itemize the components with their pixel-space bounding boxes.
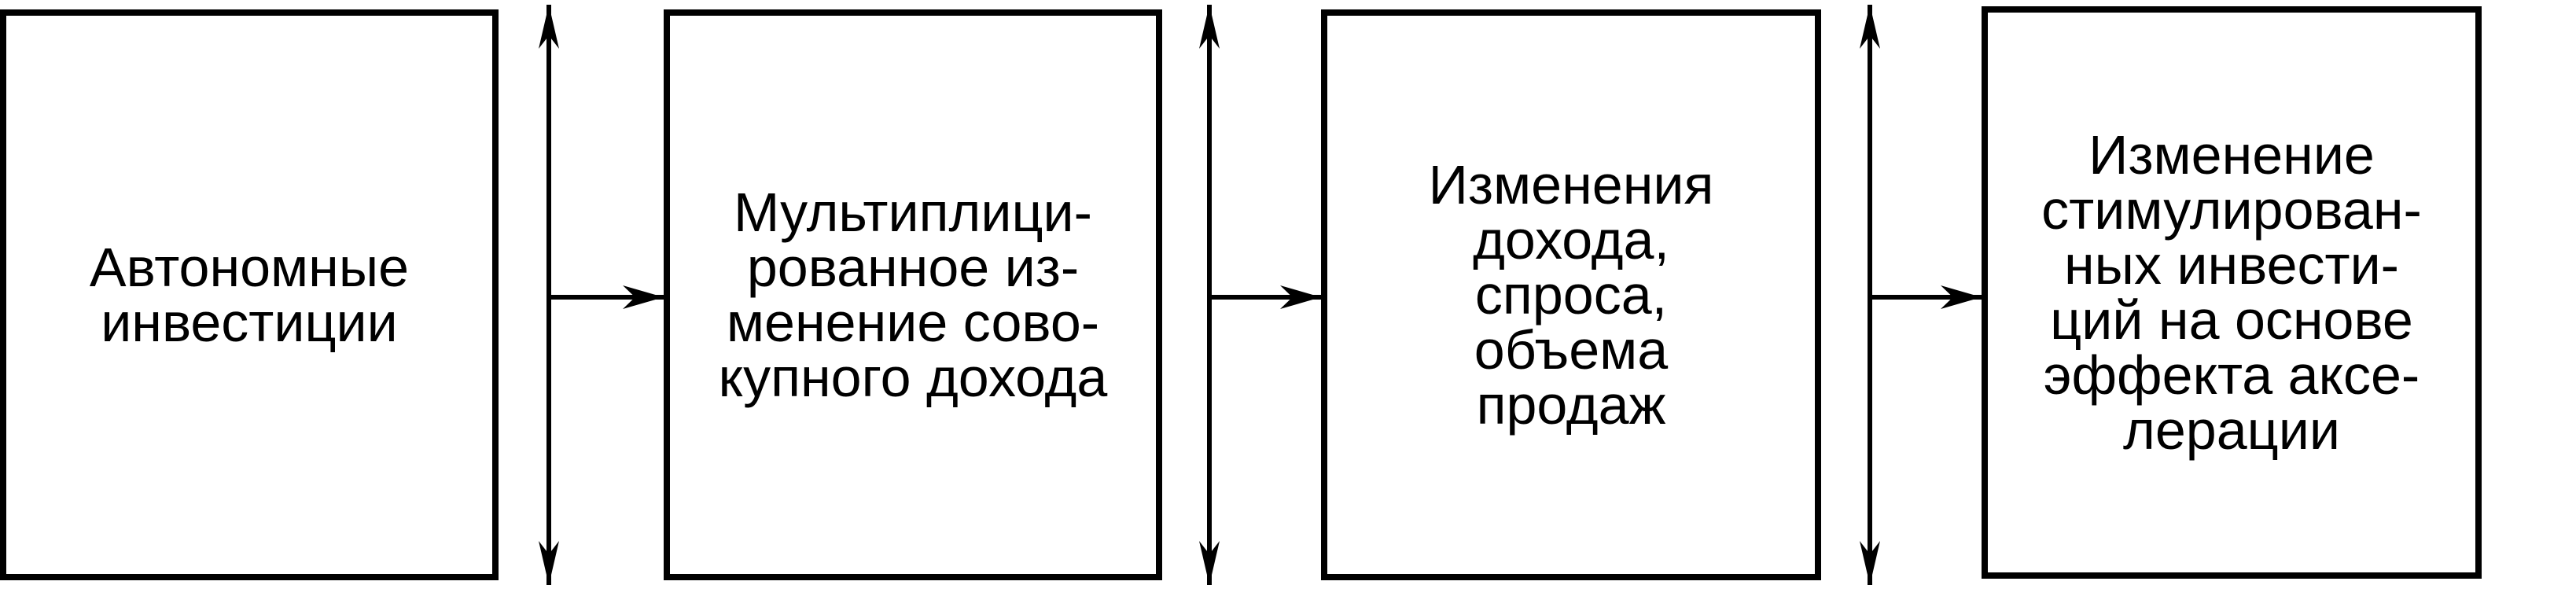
box-multiplied-income-change: Мультиплици- рованное из- менение сово- … [664,9,1162,580]
box-multiplied-income-change-text: Мультиплици- рованное из- менение сово- … [718,182,1108,408]
connector-3 [1860,5,1982,585]
box-induced-investment-change-text: Изменение стимулирован- ных инвести- ций… [2041,124,2422,461]
connector-2 [1199,5,1321,585]
box-induced-investment-change: Изменение стимулирован- ных инвести- ций… [1982,6,2482,579]
box-income-demand-sales-change-text: Изменения дохода, спроса, объема продаж [1428,154,1714,436]
connector-1 [539,5,664,585]
box-autonomous-investment-text: Автономные инвестиции [89,237,410,353]
box-autonomous-investment: Автономные инвестиции [0,9,499,580]
box-income-demand-sales-change: Изменения дохода, спроса, объема продаж [1321,9,1821,580]
